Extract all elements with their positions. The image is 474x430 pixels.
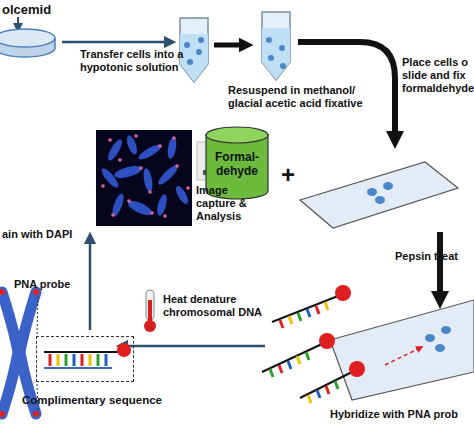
plus-sign: + [281,160,301,189]
step-label: Hybridize with PNA prob [330,408,474,421]
flow-arrow [214,43,246,48]
microscope-slide [330,300,474,400]
step-label: Transfer cells into a hypotonic solution [80,48,190,74]
probe-label: PNA probe [14,278,86,291]
thermometer [144,290,156,332]
flow-arrow [437,232,443,300]
flow-arrow [62,41,170,44]
petri-dish [0,17,55,57]
node-heading: Complimentary sequence [17,393,167,407]
zoom-box: Complimentary sequence [36,336,134,382]
flow-arrow [89,238,92,330]
step-label: Place cells o slide and fix formaldehyde [402,56,474,95]
metaphase-image [96,130,192,226]
step-label: ain with DAPI [2,228,87,241]
microscope-slide [300,162,458,228]
reagent-label: olcemid [2,2,82,18]
step-label: Resuspend in methanol/ glacial acetic ac… [228,84,378,110]
step-label: Pepsin treat [395,250,474,263]
pna-probe [262,285,365,403]
dna-duplex [44,343,131,368]
centrifuge-tube [262,12,290,80]
centrifuge-tube [180,18,208,82]
step-label: Heat denature chromosomal DNA [163,293,263,319]
flow-arrow [122,345,265,348]
node-text: Formal- dehyde [205,150,269,178]
step-label: Image capture & Analysis [196,184,266,223]
